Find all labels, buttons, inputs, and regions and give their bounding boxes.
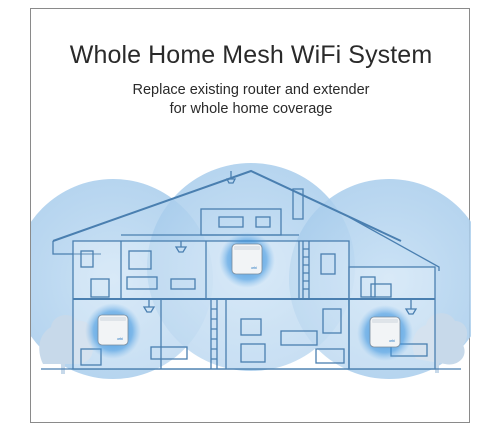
mesh-house-illustration: orbi orbi orbi bbox=[31, 163, 471, 379]
router-left: orbi bbox=[97, 314, 129, 346]
subheadline-line-2: for whole home coverage bbox=[169, 101, 333, 117]
headline: Whole Home Mesh WiFi System bbox=[69, 41, 433, 69]
subheadline: Replace existing router and extender for… bbox=[31, 81, 471, 119]
router-right: orbi bbox=[369, 316, 401, 348]
subheadline-line-1: Replace existing router and extender bbox=[132, 82, 370, 98]
router-center-label: orbi bbox=[251, 266, 257, 270]
router-left-label: orbi bbox=[117, 337, 123, 341]
router-center: orbi bbox=[231, 243, 263, 275]
background-trees bbox=[39, 313, 468, 374]
product-image-frame: Whole Home Mesh WiFi System Replace exis… bbox=[30, 8, 471, 423]
router-right-label: orbi bbox=[389, 339, 395, 343]
